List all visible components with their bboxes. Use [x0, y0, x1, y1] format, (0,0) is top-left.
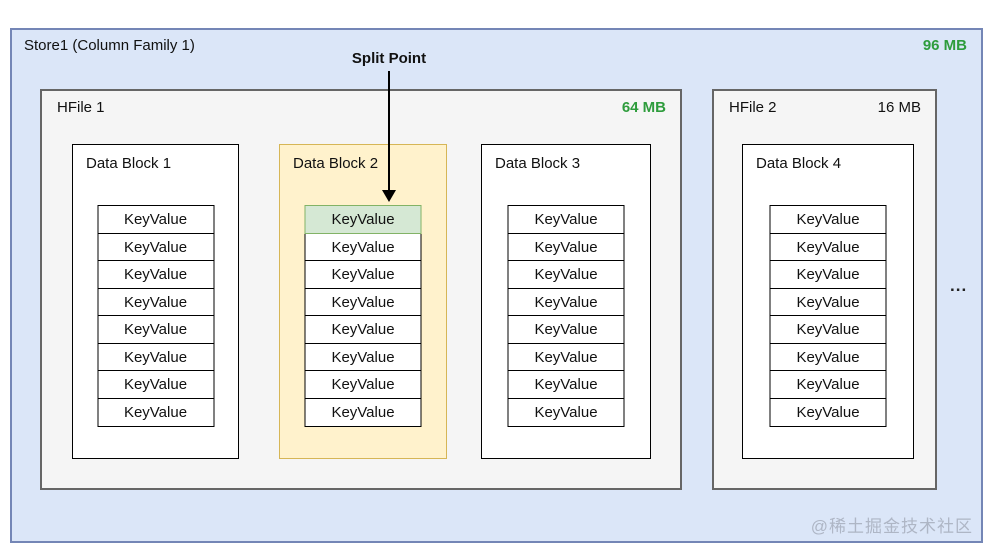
- keyvalue-cell: KeyValue: [97, 397, 214, 427]
- data-block-3-rows: KeyValue KeyValue KeyValue KeyValue KeyV…: [507, 205, 625, 427]
- keyvalue-cell: KeyValue: [97, 260, 214, 289]
- split-point-arrow-head-icon: [382, 190, 396, 202]
- keyvalue-cell: KeyValue: [97, 287, 214, 317]
- keyvalue-cell: KeyValue: [304, 370, 422, 399]
- hfile-1-title: HFile 1: [57, 99, 105, 116]
- data-block-2-highlighted: Data Block 2 KeyValue KeyValue KeyValue …: [279, 144, 447, 459]
- split-point-arrow-line: [388, 71, 390, 190]
- split-point-label: Split Point: [351, 50, 427, 67]
- keyvalue-cell: KeyValue: [507, 287, 625, 317]
- keyvalue-cell: KeyValue: [304, 232, 422, 262]
- keyvalue-cell: KeyValue: [769, 397, 887, 427]
- keyvalue-cell: KeyValue: [507, 232, 625, 262]
- data-block-4-title: Data Block 4: [756, 155, 842, 172]
- store-container: Store1 (Column Family 1) 96 MB Split Poi…: [10, 28, 983, 543]
- keyvalue-cell: KeyValue: [97, 205, 214, 234]
- data-block-4-rows: KeyValue KeyValue KeyValue KeyValue KeyV…: [769, 205, 887, 427]
- hfile-1-container: HFile 1 64 MB Data Block 1 KeyValue KeyV…: [40, 89, 682, 490]
- hfile-1-size-badge: 64 MB: [621, 99, 666, 116]
- more-hfiles-ellipsis: ...: [950, 276, 968, 295]
- keyvalue-cell: KeyValue: [769, 260, 887, 289]
- data-block-4: Data Block 4 KeyValue KeyValue KeyValue …: [742, 144, 914, 459]
- keyvalue-cell: KeyValue: [97, 315, 214, 344]
- data-block-3-title: Data Block 3: [495, 155, 581, 172]
- keyvalue-cell: KeyValue: [304, 260, 422, 289]
- keyvalue-cell: KeyValue: [304, 342, 422, 372]
- data-block-1-rows: KeyValue KeyValue KeyValue KeyValue KeyV…: [97, 205, 214, 427]
- data-block-2-rows: KeyValue KeyValue KeyValue KeyValue KeyV…: [304, 205, 422, 427]
- keyvalue-cell: KeyValue: [304, 397, 422, 427]
- keyvalue-cell: KeyValue: [507, 342, 625, 372]
- hfile-2-size-badge: 16 MB: [877, 99, 921, 116]
- hfile-1-header: HFile 1 64 MB: [42, 91, 680, 116]
- keyvalue-cell: KeyValue: [769, 232, 887, 262]
- store-title: Store1 (Column Family 1): [24, 37, 195, 54]
- keyvalue-cell: KeyValue: [97, 370, 214, 399]
- keyvalue-cell: KeyValue: [769, 287, 887, 317]
- watermark-text: @稀土掘金技术社区: [810, 517, 973, 536]
- data-block-2-title: Data Block 2: [293, 155, 379, 172]
- keyvalue-cell: KeyValue: [769, 315, 887, 344]
- keyvalue-cell: KeyValue: [507, 260, 625, 289]
- keyvalue-cell-split-point: KeyValue: [304, 205, 422, 234]
- keyvalue-cell: KeyValue: [769, 205, 887, 234]
- keyvalue-cell: KeyValue: [97, 342, 214, 372]
- keyvalue-cell: KeyValue: [507, 205, 625, 234]
- data-block-1-title: Data Block 1: [86, 155, 172, 172]
- keyvalue-cell: KeyValue: [507, 315, 625, 344]
- hfile-2-header: HFile 2 16 MB: [714, 91, 935, 116]
- keyvalue-cell: KeyValue: [304, 287, 422, 317]
- keyvalue-cell: KeyValue: [507, 397, 625, 427]
- keyvalue-cell: KeyValue: [769, 342, 887, 372]
- store-size-badge: 96 MB: [922, 37, 967, 54]
- keyvalue-cell: KeyValue: [769, 370, 887, 399]
- keyvalue-cell: KeyValue: [97, 232, 214, 262]
- data-block-1: Data Block 1 KeyValue KeyValue KeyValue …: [72, 144, 239, 459]
- hfile-2-container: HFile 2 16 MB Data Block 4 KeyValue KeyV…: [712, 89, 937, 490]
- keyvalue-cell: KeyValue: [507, 370, 625, 399]
- data-block-3: Data Block 3 KeyValue KeyValue KeyValue …: [481, 144, 651, 459]
- keyvalue-cell: KeyValue: [304, 315, 422, 344]
- hfile-2-title: HFile 2: [729, 99, 777, 116]
